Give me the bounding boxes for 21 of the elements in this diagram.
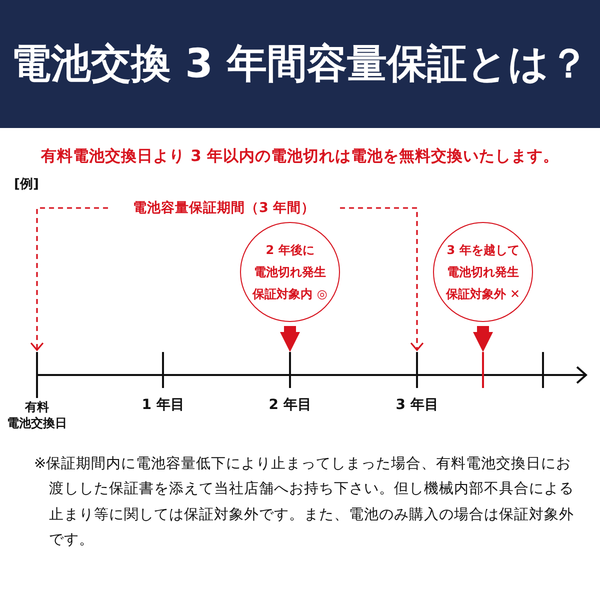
dashed-arrow — [340, 207, 424, 351]
dashed-arrow — [30, 207, 108, 351]
callout-text: 2 年後に — [266, 242, 314, 259]
callout-text: 保証対象外 ✕ — [446, 286, 520, 303]
note-text: ※保証期間内に電池容量低下により止まってしまった場合、有料電池交換日にお渡しした保証書を添えて当社店舗へお持ち下さい。但し機械内部不具合による止まり等に関しては保証対象外です。また、電池のみ購入の場合は保証対象外です。 — [34, 454, 574, 550]
tick-mark — [482, 352, 484, 388]
callout-text: 3 年を越して — [446, 242, 520, 259]
axis-label: 1 年目 — [142, 396, 184, 414]
example-label: [例] — [14, 176, 40, 194]
block-arrow — [280, 326, 300, 352]
callout-text: 電池切れ発生 — [254, 264, 326, 281]
tick-mark — [542, 352, 544, 388]
title: 電池交換 3 年間容量保証とは？ — [10, 40, 590, 89]
block-arrow — [473, 326, 493, 352]
axis-label: 電池交換日 — [7, 416, 67, 432]
axis-label: 3 年目 — [396, 396, 438, 414]
axis-label: 有料 — [25, 400, 49, 416]
axis-label: 2 年目 — [268, 396, 312, 414]
callout-text: 保証対象内 ◎ — [252, 286, 328, 303]
subtitle: 有料電池交換日より 3 年以内の電池切れは電池を無料交換いたします。 — [40, 146, 560, 167]
callout-text: 電池切れ発生 — [447, 264, 519, 281]
